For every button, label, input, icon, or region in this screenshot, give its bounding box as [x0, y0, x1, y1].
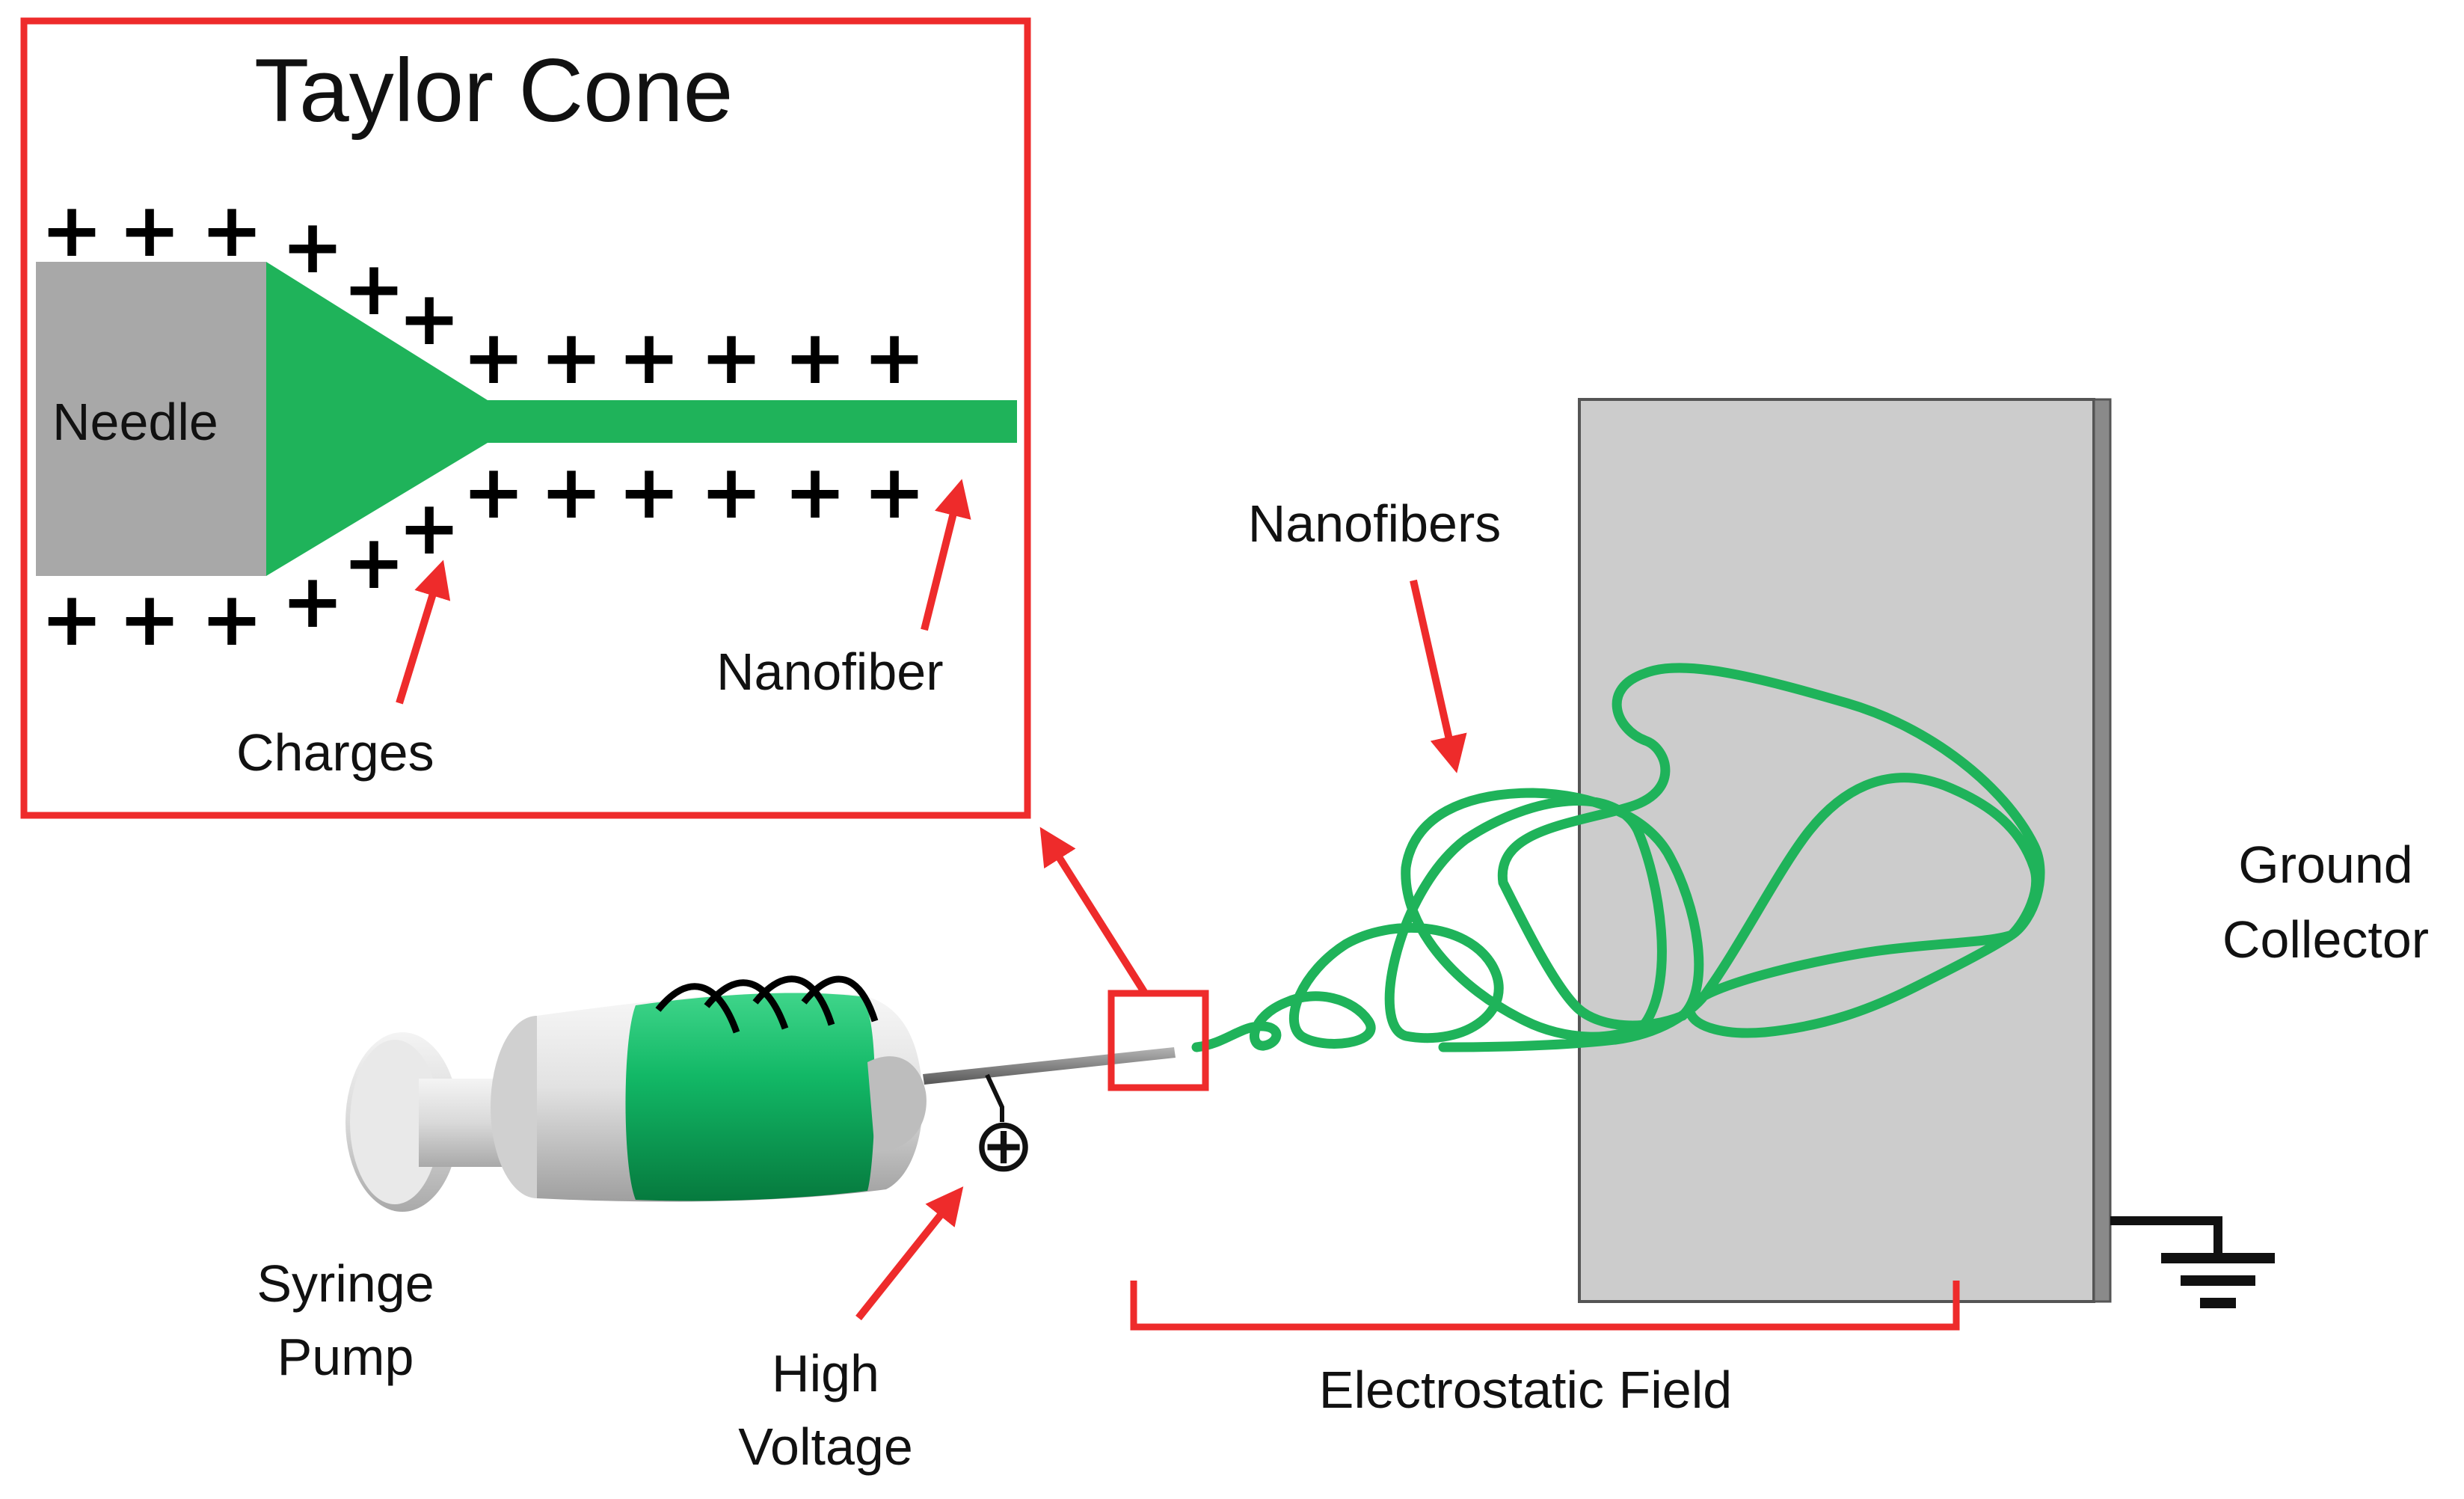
syringe-label-line1: Syringe: [256, 1254, 434, 1313]
collector-label-line2: Collector: [2222, 910, 2429, 969]
charge-symbol: +: [784, 313, 847, 401]
charge-symbol: +: [618, 448, 680, 536]
charge-symbol: +: [540, 448, 603, 536]
charges-arrow: [396, 560, 451, 705]
coil-line: [801, 975, 879, 1023]
needle-block: [36, 262, 266, 576]
charge-symbol: +: [118, 575, 181, 663]
field-label: Electrostatic Field: [1319, 1361, 1732, 1419]
callouts: High Voltage Nanofibers Electrostatic Fi…: [738, 494, 1960, 1476]
voltage-label-line1: High: [772, 1344, 879, 1403]
nanofibers-arrow: [1410, 579, 1467, 773]
coil-line: [752, 975, 835, 1026]
positive-terminal-icon: ⊕: [972, 1101, 1035, 1189]
charge-symbol: +: [618, 313, 680, 401]
ground-collector: Ground Collector: [1578, 398, 2429, 1308]
taylor-cone-inset: Taylor Cone Needle + + + + + + + + + + +…: [20, 17, 1031, 819]
charge-symbol: +: [863, 448, 926, 536]
charges-lower: + + + + + + + + + + + +: [40, 448, 926, 663]
inset-title: Taylor Cone: [254, 40, 733, 141]
charge-symbol: +: [863, 313, 926, 401]
charge-symbol: +: [281, 557, 344, 645]
taylor-cone-shape: [266, 262, 1017, 576]
charge-symbol: +: [118, 186, 181, 274]
charge-symbol: +: [462, 448, 525, 536]
voltage-wire: [985, 1073, 1004, 1122]
charges-label: Charges: [236, 723, 434, 782]
charge-symbol: +: [540, 313, 603, 401]
nanofiber-arrow: [921, 479, 971, 631]
charge-symbol: +: [342, 245, 405, 332]
charge-symbol: +: [342, 518, 405, 606]
charge-symbol: +: [200, 575, 263, 663]
charge-symbol: +: [40, 186, 103, 274]
collector-label-line1: Ground: [2238, 836, 2412, 894]
nanofibers-label: Nanofibers: [1248, 494, 1502, 553]
charge-symbol: +: [398, 484, 461, 571]
needle-label: Needle: [52, 393, 218, 451]
nanofiber-strand: [1191, 663, 2045, 1052]
charge-symbol: +: [200, 186, 263, 274]
charge-symbol: +: [462, 313, 525, 401]
charges-upper: + + + + + + + + + + + +: [40, 186, 926, 401]
fluid-reservoir: [625, 993, 875, 1201]
charge-symbol: +: [398, 275, 461, 362]
nanofiber-label: Nanofiber: [716, 643, 944, 701]
syringe-pump: ⊕ Syringe Pump: [256, 975, 1209, 1386]
charge-symbol: +: [40, 575, 103, 663]
collector-plate: [1578, 398, 2095, 1303]
ground-wire: [2110, 1216, 2222, 1254]
field-bracket: [1130, 1281, 1960, 1331]
charge-symbol: +: [784, 448, 847, 536]
voltage-label-line2: Voltage: [738, 1417, 913, 1476]
coil-line: [704, 979, 789, 1030]
collector-plate-edge: [2092, 398, 2112, 1303]
charge-symbol: +: [700, 313, 763, 401]
charge-symbol: +: [700, 448, 763, 536]
nanofiber-loops: [1191, 663, 2045, 1052]
syringe-label-line2: Pump: [277, 1328, 414, 1386]
zoom-box: [1107, 990, 1209, 1091]
plunger-disc-face: [350, 1040, 440, 1204]
zoom-arrow: [1039, 827, 1148, 994]
voltage-arrow: [855, 1186, 964, 1321]
needle-hub: [867, 1056, 927, 1152]
coil-line: [655, 983, 740, 1034]
charge-symbol: +: [281, 203, 344, 290]
ground-symbol-icon: [2161, 1253, 2275, 1308]
syringe-needle: [923, 1047, 1176, 1085]
